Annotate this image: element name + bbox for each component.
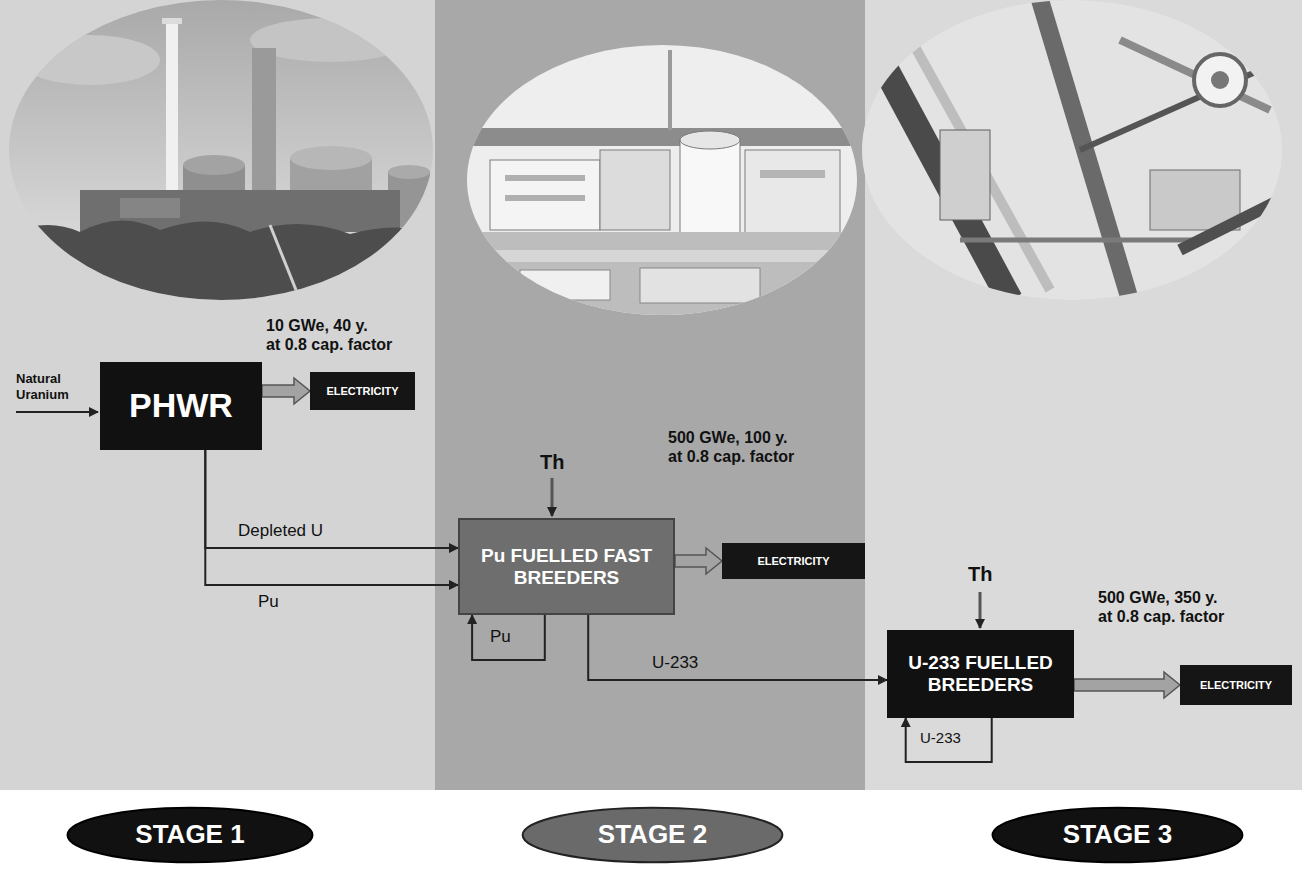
reactor-photo <box>0 0 440 300</box>
reactor-box: U-233 FUELLED BREEDERS <box>887 630 1074 718</box>
flow-label: Pu <box>490 627 511 647</box>
node-text: U-233 FUELLED BREEDERS <box>895 652 1066 696</box>
stage-ellipse: STAGE 2 <box>520 806 785 864</box>
capacity-note: 10 GWe, 40 y. at 0.8 cap. factor <box>266 316 392 354</box>
ellipse-shape <box>523 808 783 863</box>
ellipse-shape <box>68 808 313 863</box>
text-line: at 0.8 cap. factor <box>266 335 392 354</box>
input-label: Natural Uranium <box>16 371 69 402</box>
node-text: STAGE 1 <box>135 820 244 850</box>
capacity-note: 500 GWe, 100 y. at 0.8 cap. factor <box>668 428 794 466</box>
node-text: STAGE 3 <box>1063 820 1172 850</box>
reactor-box: PHWR <box>100 362 262 450</box>
capacity-note: 500 GWe, 350 y. at 0.8 cap. factor <box>1098 588 1224 626</box>
text-line: Uranium <box>16 387 69 403</box>
flow-label: Depleted U <box>238 521 323 541</box>
flow-arrow <box>588 615 887 680</box>
output-box: ELECTRICITY <box>1180 665 1292 705</box>
text-line: at 0.8 cap. factor <box>1098 607 1224 626</box>
output-box: ELECTRICITY <box>722 543 865 579</box>
text-line: 500 GWe, 350 y. <box>1098 588 1224 607</box>
node-text: STAGE 2 <box>598 820 707 850</box>
node-text: ELECTRICITY <box>757 555 829 568</box>
node-text: ELECTRICITY <box>1200 679 1272 692</box>
flow-arrow <box>906 718 992 762</box>
reactor-box: Pu FUELLED FAST BREEDERS <box>458 518 675 615</box>
flow-arrow <box>205 450 458 585</box>
input-label: Th <box>540 450 564 474</box>
input-label: Th <box>968 562 992 586</box>
node-text: PHWR <box>129 386 233 425</box>
output-arrow <box>262 378 310 404</box>
reactor-photo <box>460 40 870 322</box>
flow-arrow <box>205 450 458 548</box>
output-arrow <box>675 548 722 574</box>
stage-ellipse: STAGE 3 <box>990 806 1245 864</box>
output-box: ELECTRICITY <box>310 372 415 410</box>
reactor-photo <box>860 0 1290 300</box>
output-arrow <box>1074 672 1180 698</box>
node-text: ELECTRICITY <box>326 385 398 398</box>
flow-label: U-233 <box>652 653 698 673</box>
text-line: Natural <box>16 371 69 387</box>
flow-arrow <box>472 615 545 660</box>
feed-arrow <box>979 592 982 628</box>
feed-arrow <box>16 411 98 413</box>
ellipse-shape <box>993 808 1243 863</box>
stage-ellipse: STAGE 1 <box>65 806 315 864</box>
text-line: 500 GWe, 100 y. <box>668 428 794 447</box>
node-text: Pu FUELLED FAST BREEDERS <box>468 545 665 589</box>
flow-label: U-233 <box>920 729 961 747</box>
text-line: at 0.8 cap. factor <box>668 447 794 466</box>
flow-label: Pu <box>258 592 279 612</box>
text-line: 10 GWe, 40 y. <box>266 316 392 335</box>
feed-arrow <box>551 478 554 516</box>
